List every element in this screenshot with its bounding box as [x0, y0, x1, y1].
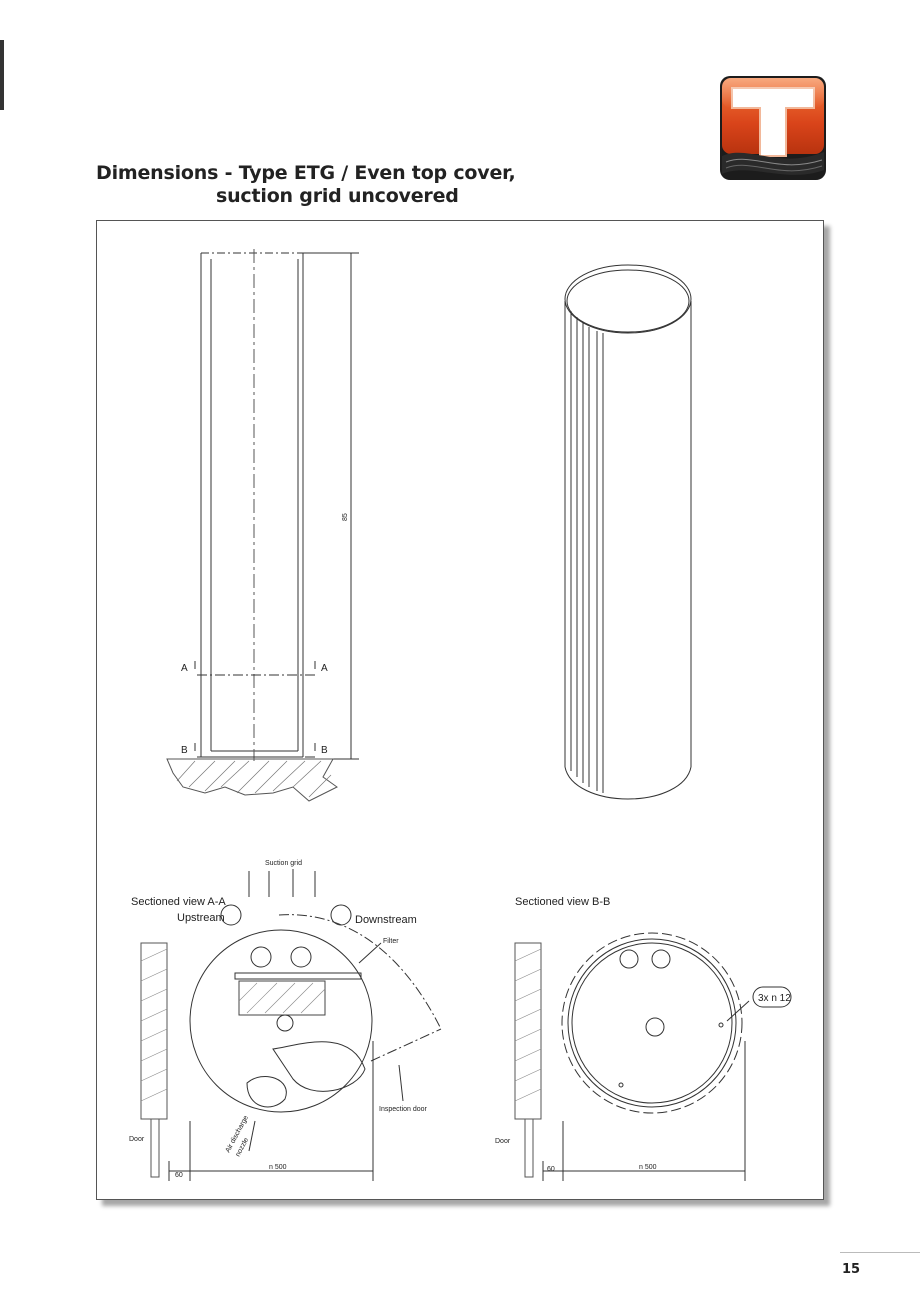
diameter-dimension-bb: n 500	[639, 1164, 657, 1171]
suction-grid-label: Suction grid	[265, 860, 302, 867]
section-aa-title: Sectioned view A-A	[131, 896, 226, 908]
section-mark-b-right: B	[321, 745, 328, 756]
section-mark-a-right: A	[321, 663, 328, 674]
height-dimension-label: 85	[342, 513, 349, 521]
section-mark-b-left: B	[181, 745, 188, 756]
brand-logo	[718, 74, 828, 186]
door-label-aa: Door	[129, 1136, 145, 1143]
diameter-dimension-aa: n 500	[269, 1164, 287, 1171]
upstream-label: Upstream	[177, 912, 225, 924]
section-bb-title: Sectioned view B-B	[515, 896, 610, 908]
page-number: 15	[842, 1262, 861, 1277]
page-edge-mark	[0, 40, 4, 110]
inspection-door-label: Inspection door	[379, 1106, 428, 1113]
filter-label: Filter	[383, 938, 399, 945]
door-label-bb: Door	[495, 1138, 511, 1145]
gap-dimension-aa: 60	[175, 1172, 183, 1179]
gap-dimension-bb: 60	[547, 1166, 555, 1173]
page-number-rule	[840, 1252, 920, 1253]
technical-drawing: 85 A A B B Sectioned view A-A Suction gr…	[129, 249, 792, 1181]
technical-drawing-sheet: 85 A A B B Sectioned view A-A Suction gr…	[96, 220, 824, 1200]
holes-label: 3x n 12	[758, 993, 791, 1004]
page-title: Dimensions - Type ETG / Even top cover, …	[96, 162, 516, 208]
downstream-label: Downstream	[355, 914, 417, 926]
section-mark-a-left: A	[181, 663, 188, 674]
title-line-1: Dimensions - Type ETG / Even top cover,	[96, 162, 516, 184]
title-line-2: suction grid uncovered	[216, 185, 459, 207]
brand-logo-icon	[720, 76, 826, 180]
